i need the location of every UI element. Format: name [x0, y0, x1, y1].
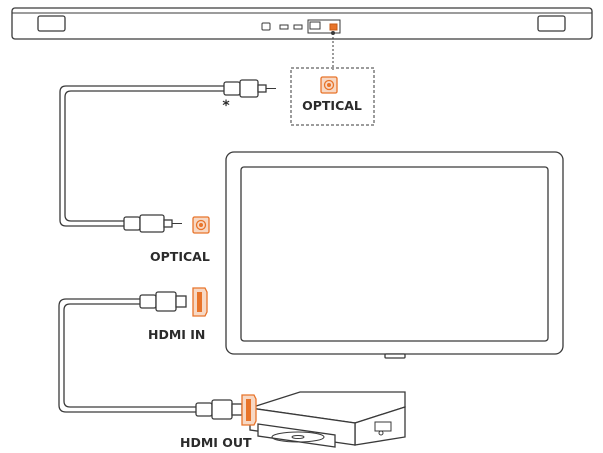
soundbar-optical-label: OPTICAL	[302, 98, 362, 113]
hdmi-plug-icon	[139, 291, 187, 312]
hdmi-cable	[58, 291, 243, 420]
hdmi-port-icon	[241, 394, 257, 426]
disc-player-icon	[249, 391, 406, 448]
optical-plug-icon	[223, 79, 276, 98]
optical-plug-icon	[123, 214, 182, 233]
hdmi-in-label: HDMI IN	[148, 327, 205, 342]
tv-icon	[225, 151, 564, 359]
soundbar-icon	[11, 7, 593, 40]
optical-callout: OPTICAL	[290, 67, 375, 126]
zoom-leader	[331, 31, 335, 70]
soundbar-rear-panel	[261, 19, 341, 34]
tv-optical-label: OPTICAL	[150, 249, 210, 264]
hdmi-port-icon	[192, 287, 208, 317]
optical-port-icon	[320, 76, 338, 94]
optical-port-icon	[192, 216, 210, 234]
footnote-mark: *	[222, 98, 230, 114]
hdmi-out-label: HDMI OUT	[180, 435, 252, 450]
hdmi-plug-icon	[195, 399, 243, 420]
optical-cable: *	[59, 79, 276, 233]
